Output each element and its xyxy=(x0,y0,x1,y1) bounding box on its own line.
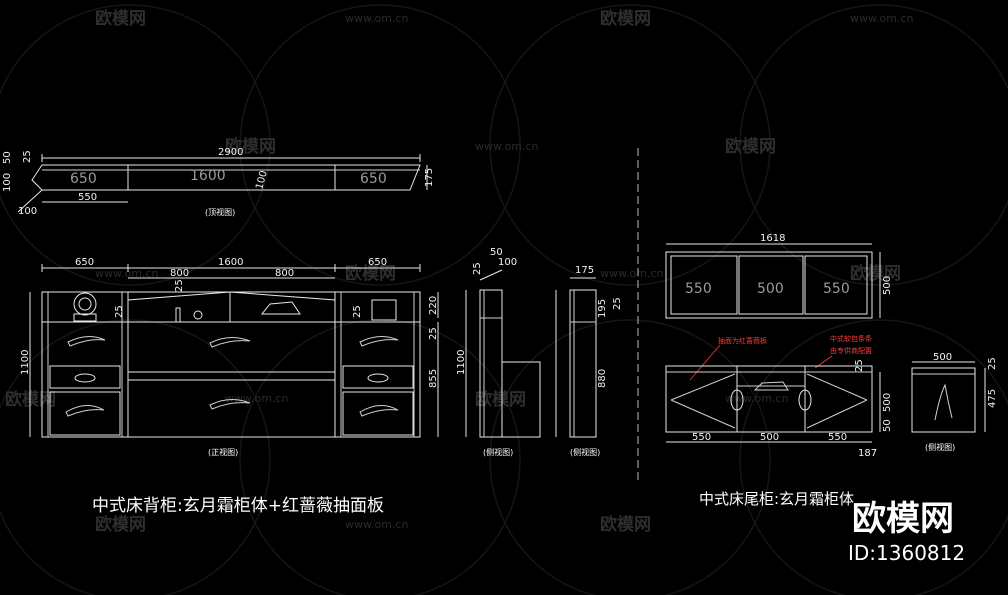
label-tail-top-a: 550 xyxy=(685,281,712,297)
tail-front-view: 抽面为红蔷薇板 中式软包条条 由专供商配置 550 500 550 187 50… xyxy=(665,334,893,459)
dim-front-left: 650 xyxy=(75,257,94,268)
watermark-url: www.om.cn xyxy=(600,267,663,280)
front-view: 650 1600 650 800 800 xyxy=(20,257,439,457)
dim-tail-top-500: 500 xyxy=(882,276,893,295)
dim-side-a-50: 50 xyxy=(490,247,503,258)
drawing-title-right: 中式床尾柜:玄月霜柜体 xyxy=(699,490,854,508)
dim-top-50: 50 xyxy=(2,151,13,164)
brand-logo: 欧模网 xyxy=(852,499,954,539)
watermark-url: www.om.cn xyxy=(95,267,158,280)
watermark-logo: 欧模网 xyxy=(475,389,526,410)
dim-side-a-1100: 1100 xyxy=(456,350,467,375)
dim-top-25: 25 xyxy=(22,150,33,163)
watermark-logo: 欧模网 xyxy=(725,136,776,157)
brand-id: ID:1360812 xyxy=(848,541,965,565)
dim-front-mid-a: 800 xyxy=(170,268,189,279)
watermark-url: www.om.cn xyxy=(345,518,408,531)
dim-tail-front-187: 187 xyxy=(858,448,877,459)
dim-top-lower: 550 xyxy=(78,192,97,203)
dim-front-25: 25 xyxy=(428,327,439,340)
dim-top-total: 2900 xyxy=(218,147,243,158)
dim-tail-top-total: 1618 xyxy=(760,233,785,244)
watermark-url: www.om.cn xyxy=(225,392,288,405)
dim-front-mid: 1600 xyxy=(218,257,243,268)
caption-front-view: (正视图) xyxy=(208,447,238,457)
watermark-logo: 欧模网 xyxy=(600,8,651,29)
watermark-logo: 欧模网 xyxy=(850,263,901,284)
watermark-logo: 欧模网 xyxy=(95,514,146,535)
note-softpack-strip: 中式软包条条 xyxy=(830,334,872,343)
dim-front-right: 650 xyxy=(368,257,387,268)
watermark-url: www.om.cn xyxy=(725,392,788,405)
caption-tail-side: (侧视图) xyxy=(925,442,955,452)
top-view: 2900 650 1600 650 550 100 100 50 25 100 … xyxy=(2,147,435,217)
label-top-left: 650 xyxy=(70,171,97,187)
watermark-url: www.om.cn xyxy=(475,140,538,153)
side-view-b: 175 195 25 880 (侧视图) xyxy=(555,265,623,457)
dim-top-100b: 100 xyxy=(2,173,13,192)
dim-front-25c: 25 xyxy=(352,305,363,318)
dim-tail-front-50: 50 xyxy=(882,419,893,432)
dim-tail-side-25: 25 xyxy=(987,357,998,370)
dim-side-a-25: 25 xyxy=(472,262,483,275)
dim-front-mid-b: 800 xyxy=(275,268,294,279)
dim-front-1100: 1100 xyxy=(20,350,31,375)
watermark-layer: 欧模网 www.om.cn 欧模网 www.om.cn 欧模网 www.om.c… xyxy=(0,4,1008,595)
dim-side-b-25: 25 xyxy=(612,297,623,310)
dim-tail-side-475: 475 xyxy=(987,389,998,408)
dim-side-b-195: 195 xyxy=(597,299,608,318)
dim-top-100c: 100 xyxy=(254,169,270,190)
note-drawer-panel: 抽面为红蔷薇板 xyxy=(718,336,767,345)
dim-tail-front-a: 550 xyxy=(692,432,711,443)
caption-side-view-b: (侧视图) xyxy=(570,447,600,457)
tail-side-view: 500 475 25 (侧视图) xyxy=(911,352,998,452)
drawing-title-left: 中式床背柜:玄月霜柜体+红蔷薇抽面板 xyxy=(92,496,384,516)
dim-tail-front-c: 550 xyxy=(828,432,847,443)
watermark-logo: 欧模网 xyxy=(600,514,651,535)
caption-top-view: (顶视图) xyxy=(205,207,235,217)
label-tail-top-c: 550 xyxy=(823,281,850,297)
dim-front-25b: 25 xyxy=(114,305,125,318)
dim-tail-front-b: 500 xyxy=(760,432,779,443)
label-top-right: 650 xyxy=(360,171,387,187)
dim-front-220: 220 xyxy=(428,296,439,315)
caption-side-view-a: (侧视图) xyxy=(483,447,513,457)
side-view-a: 1100 50 100 25 (侧视图) xyxy=(456,247,541,457)
dim-side-b-880: 880 xyxy=(597,369,608,388)
dim-side-b-175: 175 xyxy=(575,265,594,276)
dim-top-100a: 100 xyxy=(18,206,37,217)
tail-top-view: 1618 550 500 550 500 xyxy=(665,233,893,319)
dim-tail-front-25: 25 xyxy=(854,359,865,372)
watermark-url: www.om.cn xyxy=(850,12,913,25)
label-tail-top-b: 500 xyxy=(757,281,784,297)
dim-side-a-100: 100 xyxy=(498,257,517,268)
label-top-mid: 1600 xyxy=(190,168,226,184)
dim-tail-side-500: 500 xyxy=(933,352,952,363)
note-supplier: 由专供商配置 xyxy=(830,346,872,355)
dim-top-175: 175 xyxy=(424,168,435,187)
watermark-url: www.om.cn xyxy=(345,12,408,25)
watermark-logo: 欧模网 xyxy=(225,136,276,157)
dim-front-855: 855 xyxy=(428,369,439,388)
dim-front-25d: 25 xyxy=(174,279,185,292)
dim-tail-front-500: 500 xyxy=(882,393,893,412)
watermark-logo: 欧模网 xyxy=(95,8,146,29)
